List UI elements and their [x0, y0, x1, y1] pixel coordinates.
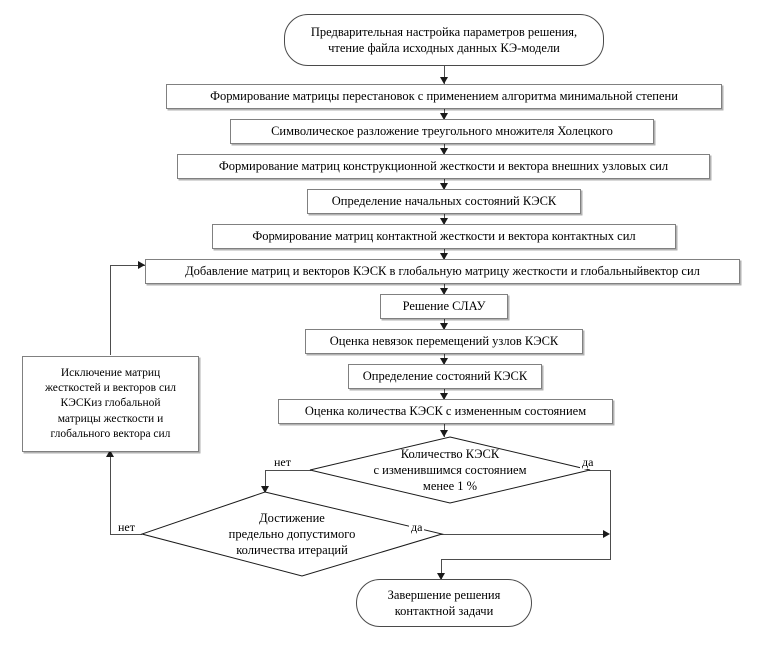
arrow-residual-to-determine — [440, 358, 448, 365]
arrow-exclusion-to-add — [138, 261, 145, 269]
node-initial-states[interactable]: Определение начальных состояний КЭСК — [307, 189, 581, 214]
node-start-text: Предварительная настройка параметров реш… — [310, 24, 578, 56]
connector-decision1-yes-vertical — [610, 470, 611, 559]
arrow-contact-to-add — [440, 253, 448, 260]
edge-label-decision1-no: нет — [272, 455, 293, 470]
connector-decision2-no-horizontal — [110, 534, 142, 535]
connector-decision1-no-vertical — [265, 470, 266, 492]
node-initial-states-text: Определение начальных состояний КЭСК — [331, 193, 557, 208]
node-residual-estimate[interactable]: Оценка невязок перемещений узлов КЭСК — [305, 329, 583, 354]
arrow-count-to-decision1 — [440, 430, 448, 437]
arrow-trunk-to-finish — [437, 573, 445, 580]
arrow-permutation-to-symbolic — [440, 113, 448, 120]
node-structural-stiffness[interactable]: Формирование матриц конструкционной жест… — [177, 154, 710, 179]
node-structural-stiffness-text: Формирование матриц конструкционной жест… — [218, 158, 669, 173]
connector-decision2-no-vertical — [110, 452, 111, 534]
node-solve-slae[interactable]: Решение СЛАУ — [380, 294, 508, 319]
arrow-start-to-permutation — [440, 77, 448, 84]
node-count-changed-text: Оценка количества КЭСК с измененным сост… — [304, 403, 587, 418]
arrow-add-to-solve — [440, 288, 448, 295]
decision-max-iterations-reached[interactable]: Достижение предельно допустимого количес… — [140, 491, 444, 577]
connector-decision1-yes-horizontal — [589, 470, 611, 471]
node-determine-states[interactable]: Определение состояний КЭСК — [348, 364, 542, 389]
arrow-structural-to-initial — [440, 183, 448, 190]
arrow-solve-to-residual — [440, 323, 448, 330]
connector-trunk-to-finish-vertical — [441, 559, 442, 579]
node-exclude-matrices-text: Исключение матриц жесткостей и векторов … — [45, 367, 176, 440]
edge-label-decision2-yes: да — [409, 520, 425, 535]
node-residual-estimate-text: Оценка невязок перемещений узлов КЭСК — [329, 333, 559, 348]
connector-decision2-yes-horizontal — [441, 534, 607, 535]
node-exclude-matrices[interactable]: Исключение матриц жесткостей и векторов … — [22, 356, 199, 452]
connector-start-to-permutation — [444, 65, 445, 84]
node-add-to-global-text: Добавление матриц и векторов КЭСК в глоб… — [185, 263, 700, 278]
node-start[interactable]: Предварительная настройка параметров реш… — [284, 14, 604, 66]
connector-trunk-to-finish-horizontal — [441, 559, 611, 560]
edge-label-decision1-yes: да — [580, 455, 596, 470]
arrow-decision1-no-to-decision2 — [261, 486, 269, 493]
node-symbolic-cholesky-text: Символическое разложение треугольного мн… — [271, 123, 613, 138]
node-finish-text: Завершение решения контактной задачи — [387, 587, 501, 619]
node-add-to-global[interactable]: Добавление матриц и векторов КЭСК в глоб… — [145, 259, 740, 284]
node-contact-stiffness[interactable]: Формирование матриц контактной жесткости… — [212, 224, 676, 249]
node-solve-slae-text: Решение СЛАУ — [402, 298, 486, 313]
arrow-symbolic-to-structural — [440, 148, 448, 155]
node-contact-stiffness-text: Формирование матриц контактной жесткости… — [252, 228, 636, 243]
connector-exclusion-to-add-vertical — [110, 265, 111, 355]
node-count-changed[interactable]: Оценка количества КЭСК с измененным сост… — [278, 399, 613, 424]
node-finish[interactable]: Завершение решения контактной задачи — [356, 579, 532, 627]
arrow-decision2-no-to-exclusion — [106, 450, 114, 457]
edge-label-decision2-no: нет — [116, 520, 137, 535]
connector-decision1-no-horizontal — [265, 470, 311, 471]
node-symbolic-cholesky[interactable]: Символическое разложение треугольного мн… — [230, 119, 654, 144]
node-permutation-matrix-text: Формирование матрицы перестановок с прим… — [210, 88, 678, 103]
arrow-determine-to-count — [440, 393, 448, 400]
connector-exclusion-to-add-horizontal — [110, 265, 145, 266]
arrow-decision2-yes-join — [603, 530, 610, 538]
node-permutation-matrix[interactable]: Формирование матрицы перестановок с прим… — [166, 84, 722, 109]
node-determine-states-text: Определение состояний КЭСК — [362, 368, 528, 383]
arrow-initial-to-contact — [440, 218, 448, 225]
